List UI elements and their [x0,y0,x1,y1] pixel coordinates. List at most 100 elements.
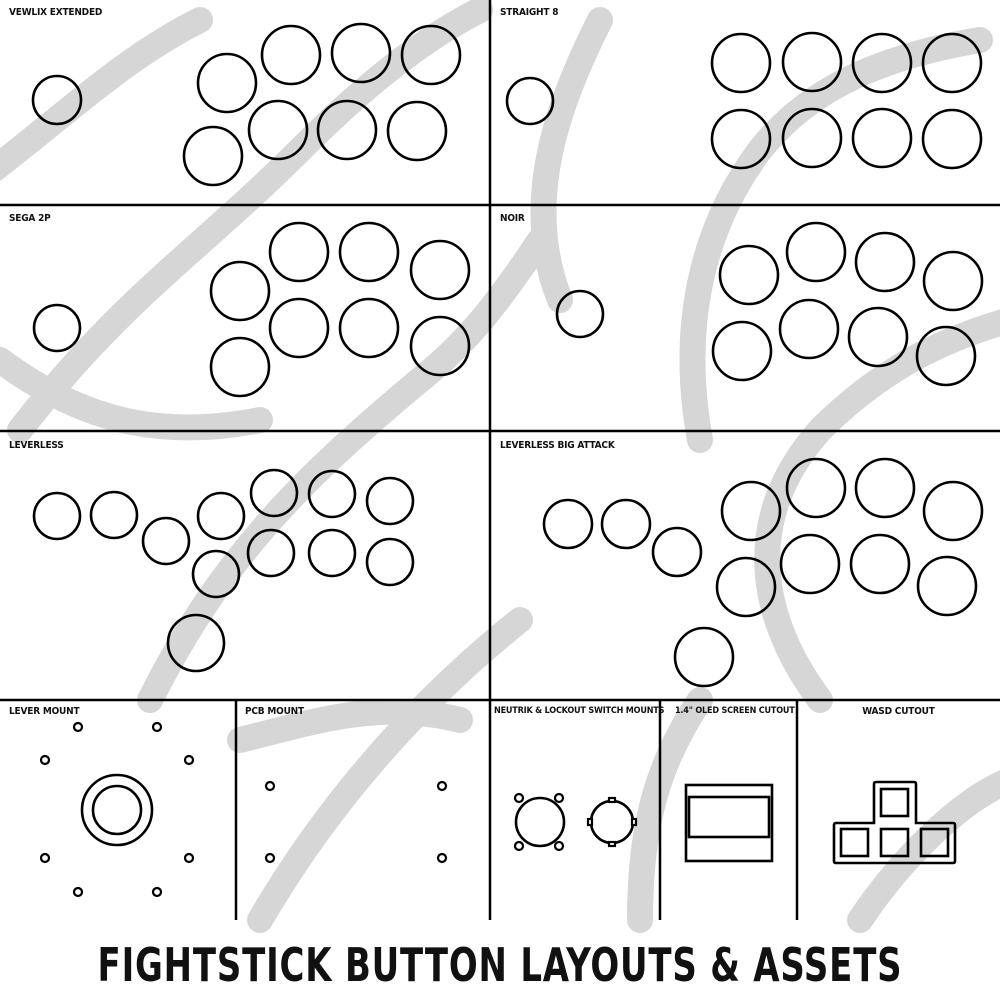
button-circle [781,31,843,93]
stick-circle [31,74,83,126]
button-circle [673,626,735,688]
button-circle [330,22,392,84]
leverless-big-attack-layout [542,457,984,688]
button-circle [651,526,703,578]
screw-hole [39,754,51,766]
button-circle [854,457,916,519]
key-s [879,827,910,858]
leverless-layout [32,468,415,673]
button-circle [166,613,226,673]
button-circle [209,336,271,398]
watermark-background [0,0,1000,933]
button-circle [260,24,322,86]
screw-hole [183,852,195,864]
neutrik-lockout-asset [513,792,638,852]
oled-screen-rect [687,795,771,839]
button-circle [249,468,299,518]
panel-dividers [0,0,1000,920]
button-circle [409,239,471,301]
button-circle [365,537,415,587]
lever-outer-ring [80,773,154,847]
button-circle [600,498,652,550]
lockout-notches [586,796,638,848]
label-neutrik-lockout: NEUTRIK & LOCKOUT SWITCH MOUNTS [494,706,665,716]
lockout-switch-circle [589,799,635,845]
button-circle [316,99,378,161]
button-circle [720,480,782,542]
oled-outer-rect [684,783,774,863]
button-circle [921,108,983,170]
button-circle [847,306,909,368]
button-circle [386,100,448,162]
button-circle [196,52,258,114]
button-circle [409,315,471,377]
screw-hole [151,721,163,733]
button-circle [89,490,139,540]
label-wasd-cutout: WASD CUTOUT [862,706,935,717]
lever-inner-ring [91,784,143,836]
button-circle [268,297,330,359]
screw-hole [72,886,84,898]
button-circle [854,231,916,293]
button-circle [921,32,983,94]
button-circle [338,297,400,359]
screw-hole [39,852,51,864]
footer-title: FIGHTSTICK BUTTON LAYOUTS & ASSETS .SVG … [97,938,903,1000]
screw-hole [553,792,565,804]
lever-mount-asset [39,721,195,898]
label-pcb-mount: PCB MOUNT [245,706,304,717]
button-circle [778,298,840,360]
screw-hole [264,780,276,792]
stick-circle [555,289,605,339]
button-circle [209,260,271,322]
oled-cutout-asset [684,783,774,863]
button-circle [715,556,777,618]
button-circle [916,555,978,617]
button-circle [338,221,400,283]
key-w [879,787,910,818]
pcb-mount-asset [264,780,448,864]
screw-hole [264,852,276,864]
button-circle [710,108,772,170]
key-a [839,827,870,858]
screw-hole [183,754,195,766]
label-leverless-big-attack: LEVERLESS BIG ATTACK [500,440,615,451]
button-circle [141,516,191,566]
neutrik-circle [514,796,566,848]
button-circle [915,325,977,387]
wasd-outline [832,780,957,865]
stick-circle [505,76,555,126]
straight-8-layout [505,31,983,170]
sega-2p-layout [32,221,471,398]
button-circle [268,221,330,283]
noir-layout [555,221,984,387]
button-circle [781,107,843,169]
screw-hole [553,840,565,852]
stick-circle [32,303,82,353]
screw-hole [513,840,525,852]
button-circle [542,498,594,550]
button-circle [849,533,911,595]
button-circle [400,24,462,86]
button-circle [711,320,773,382]
button-circle [710,32,772,94]
button-circle [851,32,913,94]
button-circle [779,533,841,595]
label-oled-cutout: 1.4" OLED SCREEN CUTOUT [675,706,795,716]
label-noir: NOIR [500,213,525,224]
screw-hole [436,780,448,792]
screw-hole [436,852,448,864]
button-circle [785,457,847,519]
button-circle [718,244,780,306]
button-circle [922,250,984,312]
label-leverless: LEVERLESS [9,440,64,451]
screw-hole [151,886,163,898]
button-circle [246,528,296,578]
button-circle [182,125,244,187]
label-vewlix-extended: VEWLIX EXTENDED [9,7,103,18]
button-circle [851,107,913,169]
screw-hole [513,792,525,804]
screw-hole [72,721,84,733]
label-sega-2p: SEGA 2P [9,213,51,224]
